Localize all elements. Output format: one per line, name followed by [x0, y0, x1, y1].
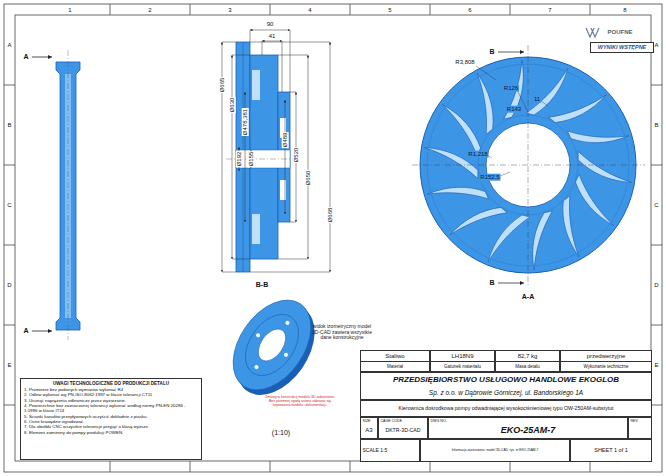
drawing-label: 4	[308, 6, 311, 13]
dimension-text: Ø489	[282, 132, 289, 148]
cell-subtext: DKTR-3D-CAD	[379, 423, 427, 438]
cell-text: SIZE	[361, 418, 377, 423]
drawing-label: 8	[623, 6, 626, 13]
cell-text: LH18N9	[431, 351, 494, 361]
cell-text: Informacja zastrzeżona: model 3D-CAD, ry…	[421, 440, 569, 461]
company-cell: PRZEDSIĘBIORSTWO USŁUGOWO HANDLOWE EKOGL…	[360, 372, 652, 400]
drawing-label: A	[654, 42, 658, 49]
drawing-label: E	[654, 362, 658, 369]
drawing-label: 3	[228, 6, 231, 13]
section-view	[226, 42, 300, 272]
cell-subtext: Gatunek materiału	[431, 361, 494, 371]
drawing-label: 6	[468, 6, 471, 13]
cell-subtext: 8. Element zamienny do pompy produkcji P…	[24, 430, 198, 435]
cell-subtext: 5. Ścianki kanałów przepływowych oczyści…	[24, 414, 198, 419]
cell-subtext: 3. Usunąć naprężenia odlewnicze przez wy…	[24, 398, 198, 403]
sheet-frame	[4, 4, 662, 472]
dimension-text: Ø650	[305, 170, 312, 186]
drawing-label: R1,218	[468, 151, 489, 158]
title-cell: SHEET 1 of 1	[570, 439, 652, 462]
cell-subtext: 7. Dla obróbki CNC wszystkie tolerancje …	[24, 424, 198, 429]
dimension-lines	[222, 30, 330, 272]
drawing-label: A	[7, 42, 11, 49]
notes-box: UWAGI TECHNOLOGICZNE DO PRODUKCJI DETALU…	[20, 378, 202, 460]
dimension-text: Ø155	[248, 151, 255, 167]
cell-text: PRZEDSIĘBIORSTWO USŁUGOWO HANDLOWE EKOGL…	[361, 373, 651, 387]
drawing-label: R126	[503, 85, 519, 92]
dimension-text: Ø520	[293, 147, 300, 163]
drawing-label: 41	[268, 33, 276, 40]
side-view	[32, 50, 80, 340]
drawing-label: C	[7, 202, 11, 209]
cell-subtext: Masa detalu	[496, 361, 559, 371]
cell-text: UWAGI TECHNOLOGICZNE DO PRODUKCJI DETALU	[24, 381, 198, 386]
drawing-label: POUFNE	[607, 29, 632, 36]
drawing-label: D	[7, 282, 11, 289]
cell-text: WYNIKI WSTĘPNE	[591, 43, 653, 52]
title-cell: SCALE 1:5	[360, 439, 420, 462]
dimension-text: Ø630	[229, 97, 236, 113]
cell-text: SHEET 1 of 1	[571, 440, 651, 461]
drawing-label: C	[654, 202, 658, 209]
title-cell: REV	[628, 417, 652, 439]
logo-mark	[586, 28, 599, 37]
drawing-label: 11	[533, 96, 541, 103]
title-cell: StaliwoMateriał	[360, 350, 430, 372]
drawing-label: 90	[266, 21, 274, 28]
title-cell: CAGE CODEDKTR-3D-CAD	[378, 417, 428, 439]
cell-text: przedwerzyjne	[561, 351, 651, 361]
dimension-text: Ø668	[327, 207, 334, 223]
drawing-label: (1:10)	[272, 429, 290, 437]
cell-text: DWG NO.	[429, 418, 627, 423]
note-text: Zmiany w konstrukcji modelu 3D zabronion…	[264, 396, 336, 408]
drawing-label: A-A	[522, 293, 534, 301]
front-view-lines	[412, 45, 645, 285]
cell-text: CAGE CODE	[379, 418, 427, 423]
cell-text: Staliwo	[361, 351, 429, 361]
drawing-label: 5	[388, 6, 391, 13]
drawing-label: 7	[548, 6, 551, 13]
dimension-text: Ø192	[236, 151, 243, 167]
title-cell: LH18N9Gatunek materiału	[430, 350, 495, 372]
cell-subtext: 4. Powierzchnie bez zaznaczonej toleranc…	[24, 403, 198, 413]
cell-subtext: A3	[361, 423, 377, 438]
drawing-number-cell: DWG NO.EKO-25AM-7	[428, 417, 628, 439]
title-cell: 82,7 kgMasa detalu	[495, 350, 560, 372]
drawing-label: B	[489, 48, 494, 56]
cell-text: Kierownica dośrodkowa pompy odwadniające…	[361, 401, 651, 416]
cell-subtext: 1. Promienie bez podanych wymiarów wykon…	[24, 387, 198, 392]
cell-text: REV	[629, 418, 651, 423]
drawing-label: A	[23, 53, 28, 61]
title-cell: SIZEA3	[360, 417, 378, 439]
cell-subtext: Materiał	[361, 361, 429, 371]
cell-subtext: 2. Odlew wykonać wg PN-ISO-8062:1997 w k…	[24, 392, 198, 397]
drawing-label: B	[489, 279, 494, 287]
drawing-label: 1	[68, 6, 71, 13]
drawing-label: B-B	[256, 281, 268, 289]
note-text: widok izometryczny model 3D-CAD zawiera …	[312, 324, 372, 341]
status-stamp: WYNIKI WSTĘPNE	[590, 42, 654, 53]
drawing-label: R152,5	[480, 174, 501, 181]
cell-subtext: 6. Ostre krawędzie ogradować.	[24, 419, 198, 424]
drawing-label: D	[654, 282, 658, 289]
title-cell: Informacja zastrzeżona: model 3D-CAD, ry…	[420, 439, 570, 462]
drawing-label: B	[7, 122, 11, 129]
cell-text: SCALE 1:5	[361, 440, 419, 461]
drawing-label: R143	[506, 106, 522, 113]
drawing-label: R3,808	[455, 59, 476, 66]
cell-subtext: Sp. z o.o. w Dąbrowie Górniczej, ul. Ban…	[361, 387, 651, 399]
dimension-text: Ø665	[219, 77, 226, 93]
drawing-label: 2	[148, 6, 151, 13]
cell-text: 82,7 kg	[496, 351, 559, 361]
dimension-text: Ø478,381	[242, 108, 249, 136]
drawing-label: B	[654, 122, 658, 129]
drawing-label: E	[7, 362, 11, 369]
description-cell: Kierownica dośrodkowa pompy odwadniające…	[360, 400, 652, 417]
title-cell: przedwerzyjneWykonanie techniczne	[560, 350, 652, 372]
cell-subtext: Wykonanie techniczne	[561, 361, 651, 371]
isometric-view	[216, 286, 332, 410]
cell-subtext: EKO-25AM-7	[429, 423, 627, 438]
drawing-label: A	[23, 327, 28, 335]
